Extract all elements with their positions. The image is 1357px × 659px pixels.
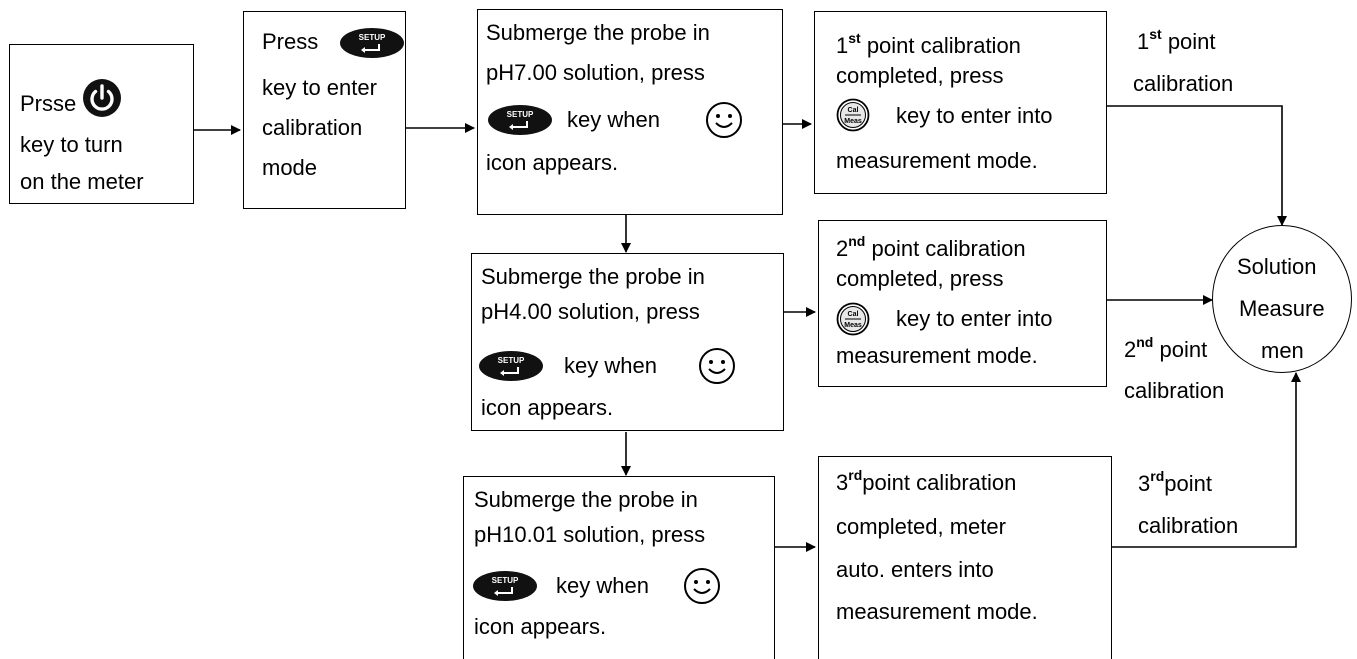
edge-label-second-line2: calibration bbox=[1124, 378, 1225, 403]
setup-enter-key-icon: SETUP bbox=[479, 351, 543, 381]
smiley-face-icon bbox=[684, 568, 720, 604]
setup-enter-key-icon: SETUP bbox=[473, 571, 537, 601]
solution-measurement-line3: men bbox=[1261, 338, 1304, 363]
box-power-on-line2: key to turn bbox=[20, 132, 123, 157]
box-first-completed-line1: 1st point calibration bbox=[836, 29, 1021, 58]
box-power-on-line3: on the meter bbox=[20, 169, 144, 194]
box-ph7-line4: icon appears. bbox=[486, 150, 619, 175]
setup-enter-key-icon: SETUP bbox=[488, 105, 552, 135]
edge-label-second-line1: 2nd point bbox=[1124, 333, 1208, 362]
svg-text:Cal: Cal bbox=[848, 311, 859, 318]
box-power-on-line1: Prsse bbox=[20, 91, 77, 116]
box-ph10-line2: pH10.01 solution, press bbox=[474, 522, 706, 547]
cal-meas-key-icon: Cal Meas bbox=[836, 302, 870, 336]
box-ph4-line1: Submerge the probe in bbox=[481, 264, 705, 289]
solution-measurement-node bbox=[1212, 225, 1352, 373]
edge-label-third-line1: 3rdpoint bbox=[1138, 467, 1212, 496]
box-ph10-line3: key when bbox=[556, 573, 649, 598]
box-third-completed bbox=[818, 456, 1112, 659]
box-third-completed-line2: completed, meter bbox=[836, 514, 1006, 539]
box-ph4-line3: key when bbox=[564, 353, 657, 378]
box-second-completed-line3: key to enter into bbox=[896, 306, 1053, 331]
solution-measurement-line1: Solution bbox=[1237, 254, 1317, 280]
box-enter-calibration-line1: Press bbox=[262, 29, 319, 54]
arrow-third-to-solution bbox=[1112, 372, 1301, 548]
box-third-completed-line1: 3rdpoint calibration bbox=[836, 466, 1017, 495]
box-second-completed-line1: 2nd point calibration bbox=[836, 232, 1026, 261]
svg-text:SETUP: SETUP bbox=[498, 356, 525, 365]
box-first-completed-line2: completed, press bbox=[836, 63, 1004, 88]
box-ph4-line2: pH4.00 solution, press bbox=[481, 299, 700, 324]
box-first-completed-line4: measurement mode. bbox=[836, 148, 1038, 173]
box-ph10-line1: Submerge the probe in bbox=[474, 487, 698, 512]
box-third-completed-line3: auto. enters into bbox=[836, 557, 994, 582]
svg-text:SETUP: SETUP bbox=[492, 576, 519, 585]
box-ph7-line2: pH7.00 solution, press bbox=[486, 60, 705, 85]
box-third-completed-line4: measurement mode. bbox=[836, 599, 1038, 624]
box-power-on bbox=[9, 44, 194, 204]
svg-text:Cal: Cal bbox=[848, 107, 859, 114]
box-ph7-line3: key when bbox=[567, 107, 660, 132]
box-second-completed-line4: measurement mode. bbox=[836, 343, 1038, 368]
svg-text:Meas: Meas bbox=[844, 322, 862, 329]
box-ph10 bbox=[463, 476, 775, 659]
edge-label-first-line1: 1st point bbox=[1137, 25, 1216, 54]
smiley-face-icon bbox=[699, 348, 735, 384]
box-enter-calibration-line3: calibration bbox=[262, 115, 363, 140]
box-ph10-line4: icon appears. bbox=[474, 614, 607, 639]
setup-enter-key-icon: SETUP bbox=[340, 28, 404, 58]
box-ph4 bbox=[471, 253, 784, 431]
arrow-first-to-solution bbox=[1107, 105, 1287, 226]
smiley-face-icon bbox=[706, 102, 742, 138]
solution-measurement-line2: Measure bbox=[1239, 296, 1325, 321]
box-ph4-line4: icon appears. bbox=[481, 395, 614, 420]
box-ph7-line1: Submerge the probe in bbox=[486, 20, 710, 45]
box-enter-calibration-line4: mode bbox=[262, 155, 318, 180]
svg-text:SETUP: SETUP bbox=[359, 33, 386, 42]
box-first-completed-line3: key to enter into bbox=[896, 103, 1053, 128]
edge-label-third-line2: calibration bbox=[1138, 513, 1239, 538]
svg-text:Meas: Meas bbox=[844, 118, 862, 125]
svg-text:SETUP: SETUP bbox=[507, 110, 534, 119]
power-button-icon bbox=[83, 79, 121, 117]
cal-meas-key-icon: Cal Meas bbox=[836, 98, 870, 132]
box-enter-calibration-line2: key to enter bbox=[262, 75, 377, 100]
box-second-completed-line2: completed, press bbox=[836, 266, 1004, 291]
box-second-completed bbox=[818, 220, 1107, 387]
edge-label-first-line2: calibration bbox=[1133, 71, 1234, 96]
